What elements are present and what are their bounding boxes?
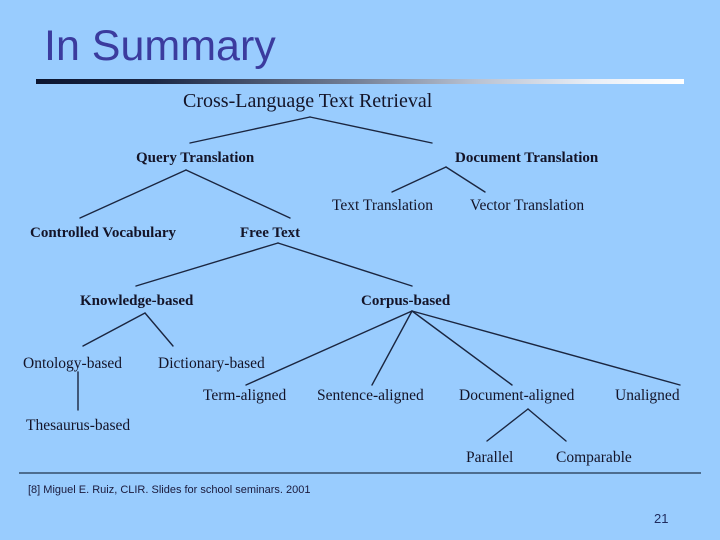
tree-node-ontology-based: Ontology-based bbox=[23, 355, 123, 372]
page-title: In Summary bbox=[44, 22, 276, 70]
tree-node-dictionary-based: Dictionary-based bbox=[158, 355, 265, 372]
tree-node-document-translation: Document Translation bbox=[455, 150, 599, 166]
tree-node-free-text: Free Text bbox=[240, 225, 301, 241]
tree-node-parallel: Parallel bbox=[466, 449, 514, 466]
tree-node-thesaurus-based: Thesaurus-based bbox=[26, 417, 131, 434]
tree-node-comparable: Comparable bbox=[556, 449, 632, 466]
tree-node-term-aligned: Term-aligned bbox=[203, 387, 287, 404]
tree-node-unaligned: Unaligned bbox=[615, 387, 680, 404]
page-number: 21 bbox=[654, 511, 669, 526]
title-divider bbox=[36, 79, 684, 84]
footer-citation: [8] Miguel E. Ruiz, CLIR. Slides for sch… bbox=[28, 484, 311, 496]
tree-node-corpus-based: Corpus-based bbox=[361, 293, 451, 309]
tree-node-cross-language-text-retrieval: Cross-Language Text Retrieval bbox=[183, 90, 433, 112]
tree-node-knowledge-based: Knowledge-based bbox=[80, 293, 194, 309]
tree-node-controlled-vocabulary: Controlled Vocabulary bbox=[30, 225, 176, 241]
footer-divider bbox=[19, 472, 701, 474]
tree-node-vector-translation: Vector Translation bbox=[470, 197, 585, 214]
tree-node-sentence-aligned: Sentence-aligned bbox=[317, 387, 424, 404]
tree-node-document-aligned: Document-aligned bbox=[459, 387, 575, 404]
tree-node-query-translation: Query Translation bbox=[136, 150, 255, 166]
tree-node-text-translation: Text Translation bbox=[332, 197, 433, 214]
